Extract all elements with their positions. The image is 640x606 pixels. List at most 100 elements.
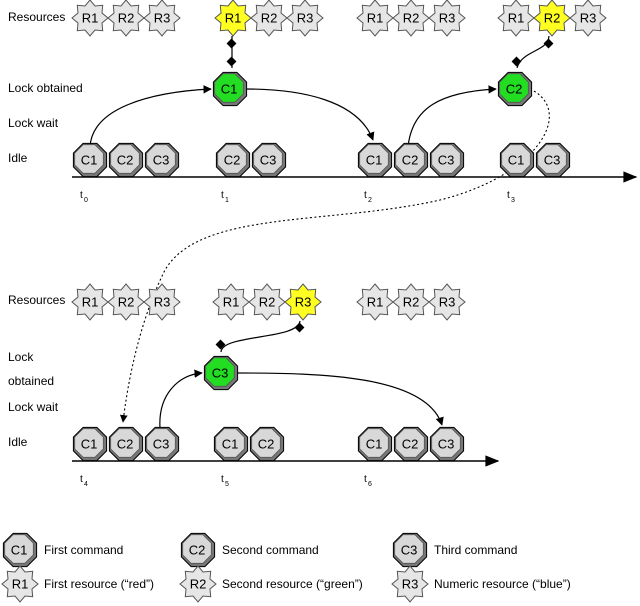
command-c2-idle-t2: C2 [393, 142, 429, 178]
command-c1-idle-t0-label: C1 [81, 153, 98, 168]
command-c3-lock-t5: C3 [203, 355, 239, 391]
resource-r3-bottom-group1-label: R3 [295, 295, 312, 310]
resource-r3-group0-label: R3 [154, 11, 171, 26]
legend-command-c1-icon-label: C1 [11, 543, 28, 558]
row-label-idle-bottom: Idle [8, 435, 28, 449]
command-c1-lock-t1-label: C1 [221, 82, 238, 97]
svg-text:6: 6 [368, 481, 372, 488]
resource-r3-bottom-group0-label: R3 [154, 295, 171, 310]
svg-text:t: t [80, 190, 83, 201]
resource-r1-bottom-group1: R1 [212, 283, 250, 321]
resource-r3-group3: R3 [569, 0, 607, 37]
legend-resource-r1-icon-label: R1 [12, 577, 29, 592]
legend-resource-r1-icon: R1 [1, 565, 39, 603]
legend-res-r3-text: Numeric resource (“blue”) [434, 577, 571, 591]
arrow-c3-lock-to-idle-t6 [237, 372, 444, 426]
resource-r2-bottom-group1-label: R2 [259, 295, 276, 310]
command-c2-idle-t6: C2 [393, 426, 429, 462]
svg-text:t: t [221, 474, 224, 485]
resource-r3-bottom-group1: R3 [284, 283, 322, 321]
resource-r3-group3-label: R3 [580, 11, 597, 26]
row-label-lock-wait-top: Lock wait [8, 116, 59, 130]
resource-r2-bottom-group0-label: R2 [118, 295, 135, 310]
resource-r1-group2: R1 [356, 0, 394, 37]
resource-r3-bottom-group2: R3 [428, 283, 466, 321]
svg-text:t: t [364, 190, 367, 201]
resource-r1-group0-label: R1 [82, 11, 99, 26]
svg-text:t: t [221, 190, 224, 201]
resource-r1-group1-label: R1 [225, 11, 242, 26]
resource-r2-group2-label: R2 [403, 11, 420, 26]
legend-command-c2-icon: C2 [180, 532, 216, 568]
legend-resource-r2-icon-label: R2 [190, 577, 207, 592]
resource-r1-bottom-group1-label: R1 [223, 295, 240, 310]
arrow-c3-idle-to-lock-t4 [159, 369, 203, 429]
resource-r3-bottom-group0: R3 [143, 283, 181, 321]
command-c1-idle-t3: C1 [499, 142, 535, 178]
legend-resource-r3-icon: R3 [391, 565, 429, 603]
command-c1-idle-t2: C1 [357, 142, 393, 178]
arrow-c1-lock-to-idle-t2 [245, 88, 375, 141]
command-c3-idle-t6-label: C3 [438, 437, 455, 452]
resource-r2-group3-label: R2 [544, 11, 561, 26]
resource-r2-bottom-group2: R2 [392, 283, 430, 321]
resource-r1-group0: R1 [71, 0, 109, 37]
resource-r1-group3-label: R1 [508, 11, 525, 26]
command-c2-idle-t1: C2 [215, 142, 251, 178]
svg-text:t: t [507, 190, 510, 201]
legend-res-r2-text: Second resource (“green”) [222, 577, 363, 591]
svg-text:t: t [364, 474, 367, 485]
row-label-lock-obtained-bottom-line2: obtained [8, 374, 54, 388]
command-c3-idle-t0: C3 [144, 142, 180, 178]
resource-r3-group0: R3 [143, 0, 181, 37]
command-c2-lock-t3-label: C2 [506, 82, 523, 97]
legend-resource-r2-icon: R2 [179, 565, 217, 603]
command-c2-idle-t6-label: C2 [402, 437, 419, 452]
resource-r2-bottom-group0: R2 [107, 283, 145, 321]
command-c3-idle-t6: C3 [429, 426, 465, 462]
lock-link-r1-c1 [226, 36, 237, 68]
resource-r1-group1: R1 [214, 0, 252, 37]
legend-cmd-c3-text: Third command [434, 543, 517, 557]
resource-r3-group1-label: R3 [297, 11, 314, 26]
row-label-lock-obtained-top: Lock obtained [8, 81, 83, 95]
resource-r3-group2-label: R3 [439, 11, 456, 26]
legend-resource-r3-icon-label: R3 [402, 577, 419, 592]
command-c1-lock-t1: C1 [212, 71, 248, 107]
lock-link-r2-c2 [511, 35, 554, 69]
legend-command-c1-icon: C1 [2, 532, 38, 568]
command-c2-idle-t2-label: C2 [402, 153, 419, 168]
legend-command-c2-icon-label: C2 [189, 543, 206, 558]
command-c3-idle-t3-label: C3 [544, 153, 561, 168]
dotted-continuation-c2 [119, 88, 550, 423]
resource-r1-bottom-group0: R1 [71, 283, 109, 321]
command-c1-idle-t6-label: C1 [366, 437, 383, 452]
command-c2-idle-t0: C2 [108, 142, 144, 178]
resource-r2-group1-label: R2 [261, 11, 278, 26]
command-c1-idle-t5: C1 [213, 426, 249, 462]
command-c3-idle-t0-label: C3 [153, 153, 170, 168]
row-label-resources-top: Resources [8, 10, 65, 24]
command-c2-idle-t4: C2 [108, 426, 144, 462]
command-c3-idle-t4-label: C3 [153, 437, 170, 452]
svg-text:t: t [80, 474, 83, 485]
command-c3-idle-t1-label: C3 [260, 153, 277, 168]
command-c3-idle-t2: C3 [429, 142, 465, 178]
command-c1-idle-t4-label: C1 [81, 437, 98, 452]
command-c1-idle-t0: C1 [72, 142, 108, 178]
resource-r2-group3: R2 [533, 0, 571, 37]
svg-text:5: 5 [225, 481, 229, 488]
resource-r1-bottom-group2-label: R1 [367, 295, 384, 310]
command-c1-idle-t2-label: C1 [366, 153, 383, 168]
resource-r2-group2: R2 [392, 0, 430, 37]
lock-link-r3-c3 [215, 320, 305, 353]
row-label-lock-obtained-bottom-line1: Lock [8, 350, 34, 364]
